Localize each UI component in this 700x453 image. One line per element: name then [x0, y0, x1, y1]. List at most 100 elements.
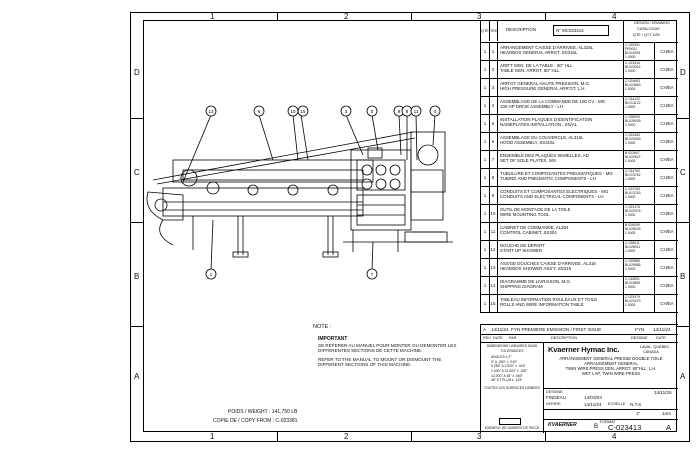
bom-description: TUBULURE ET COMPOSANTES PNEUMATIQUES - M…: [500, 171, 622, 185]
rev-col-description: DESCRIPTION: [551, 336, 577, 340]
bom-qty: 1: [481, 43, 490, 60]
bom-description-en: NAMEPLATES INSTALLATION , SS/AL: [500, 122, 578, 127]
note-french: SE REFERER AU MANUEL POUR MONTER OU DEMO…: [318, 343, 457, 354]
revision-description: FYN PREMIERE EMISSION / FIRST ISSUE: [511, 327, 602, 332]
bill-of-materials: QTE ITEM DESCRIPTION N° MC023413 DESIGN …: [480, 20, 678, 313]
bom-unit: CH/EA: [654, 205, 679, 222]
bom-item: 8: [489, 169, 498, 186]
bom-description-fr: ASSEMBLAGE DE LA COMMANDE DE 100 CV - MG: [500, 99, 606, 104]
drawing-title-4: WET LAP, TWIN WIRE PRESS: [581, 371, 641, 376]
rev-col-by: PAR: [509, 336, 517, 340]
tolerance-block: DIMENSIONS LINEAIRES SANS TOLERANCES ANG…: [481, 342, 544, 433]
balloon-label: 5: [371, 109, 374, 114]
bom-description-en: START UP SHOWER: [500, 248, 543, 253]
format-label: FORMAT: [600, 420, 616, 424]
bom-unit: CH/EA: [654, 133, 679, 150]
bom-description-en: HIGH PRESSURE GENERAL ARR'GT, L.H.: [500, 86, 586, 91]
bom-qty: 1: [481, 97, 490, 114]
rev-col-date: DATE: [493, 336, 503, 340]
zone-label-bottom-1: 1: [210, 432, 215, 441]
part-number-example-label: EXEMPLE DE NUMERO DE PIECE: [484, 426, 540, 430]
bom-description-fr: DOUCHE DE DEPART: [500, 243, 545, 248]
balloon-label: 10: [290, 109, 296, 114]
balloon-11: [410, 105, 422, 117]
bom-item: 10: [489, 205, 498, 222]
bom-description-fr: OUTIL DE MONTAGE DE LA TOILE: [500, 207, 571, 212]
bom-unit: CH/EA: [654, 169, 679, 186]
balloon-7: [366, 268, 378, 280]
bom-unit: CH/EA: [654, 97, 679, 114]
kvaerner-logo: KVAERNER: [548, 422, 577, 428]
bom-header: QTE ITEM DESCRIPTION N° MC023413 DESIGN …: [481, 20, 678, 43]
balloon-label: 13: [208, 109, 214, 114]
zone-label-left-a: A: [134, 372, 140, 381]
bom-unit: CH/EA: [654, 187, 679, 204]
bom-qty: 1: [481, 151, 490, 168]
bom-item: 15: [489, 295, 498, 312]
tolerance-lines: ANGLES ± 2°0" A .250" ± .010"0.250" A 2.…: [481, 353, 543, 383]
bom-part-number: C-013762 BL013762 1.0000: [623, 169, 655, 186]
revision-date-2: 14/11/24: [653, 327, 671, 332]
bom-unit: CH/EA: [654, 61, 679, 78]
bom-qty: 1: [481, 277, 490, 294]
tolerance-line: 0.250" A 2.000" ± .015": [491, 364, 526, 369]
bom-qty: 1: [481, 241, 490, 258]
zone-tick: [545, 432, 546, 442]
bom-description-en: CONTROL CABINET, SS304: [500, 230, 557, 235]
balloon-label: 3: [345, 109, 348, 114]
bom-item: 6: [489, 133, 498, 150]
bom-description-fr: INSTALLATION PLAQUES D'IDENTIFICATION: [500, 117, 593, 122]
bom-part-number: C-013763 BL013763 1.0000: [623, 187, 655, 204]
zone-label-left-b: B: [134, 272, 140, 281]
bom-design-catalog: CATALOGUE: [637, 27, 660, 31]
revision-by: FYN: [635, 327, 645, 332]
bom-description-en: CONDUITS AND ELECTRICAL COMPONENTS - LH: [500, 194, 604, 199]
zone-label-right-d: D: [680, 68, 686, 77]
bom-col-item: ITEM: [489, 21, 498, 41]
bom-item: 5: [489, 115, 498, 132]
zone-tick: [277, 12, 278, 20]
bom-item: 2: [489, 61, 498, 78]
zone-label-right-b: B: [680, 272, 686, 281]
balloon-label: 9: [398, 109, 401, 114]
bom-item: 1: [489, 43, 498, 60]
sheet-value: 1om: [662, 411, 671, 416]
zone-tick: [411, 12, 412, 20]
bom-col-description: DESCRIPTION: [506, 27, 537, 32]
note-title: NOTE :: [313, 324, 332, 330]
bom-part-number: C-015891 BL015891 1.0000: [623, 277, 655, 294]
bom-description-fr: ARR'T GEN. DE LA TABLE - 80" HLL: [500, 63, 573, 68]
balloon-1: [205, 268, 217, 280]
drawing-title-1: ARRANGEMENT GENERAL PRESSE DOUBLE TOILE: [559, 356, 663, 361]
balloon-label: 15: [300, 109, 306, 114]
balloon-3: [340, 105, 352, 117]
balloon-5: [366, 105, 378, 117]
bom-item: 4: [489, 97, 498, 114]
bom-qty: 1: [481, 115, 490, 132]
bom-description-fr: ARRANGEMENT CAISSE D'ARRIVEE, AL316L: [500, 45, 594, 50]
bom-part-number: C-024663 BL024663 1.0000: [623, 79, 655, 96]
drawn-date: 14/03/04: [584, 395, 602, 400]
zone-label-top-4: 4: [612, 12, 617, 21]
bom-description-fr: ASSEMBLAGE DU COUVERCLE, AL316L: [500, 135, 584, 140]
zone-tick: [277, 432, 278, 442]
bom-description: DIAGRAMME DE LIVRAISON, M.G.SHIPPING DIA…: [500, 279, 622, 293]
balloon-15: [297, 105, 309, 117]
divider: [544, 409, 678, 410]
bom-unit: CH/EA: [654, 277, 679, 294]
tolerance-line: ANGLES ± 2°: [491, 355, 512, 360]
bom-part-number: C-028011 BL028011 1.0000: [623, 241, 655, 258]
balloon-label: 6: [258, 109, 261, 114]
balloon-label: 4: [434, 109, 437, 114]
bom-part-number: C-023463 BL023463 1.0000: [623, 133, 655, 150]
